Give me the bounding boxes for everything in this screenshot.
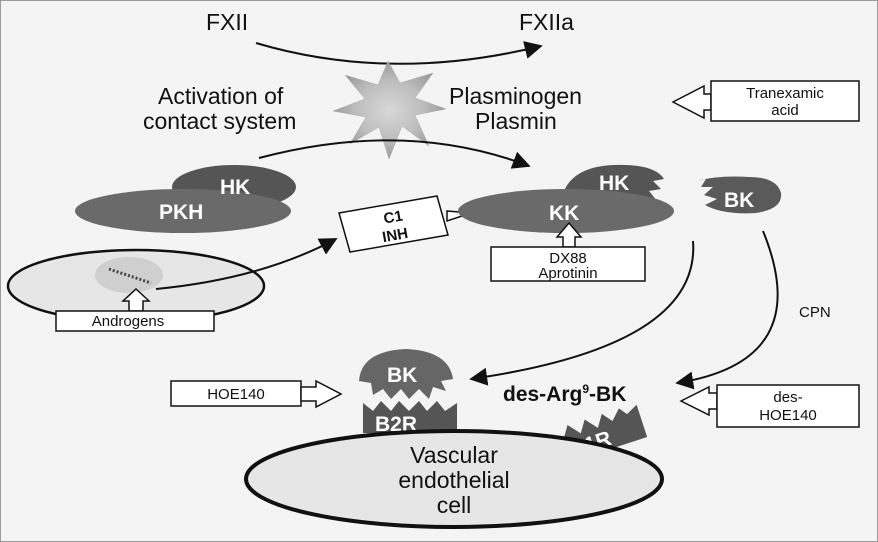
androgens-label: Androgens	[92, 313, 165, 330]
cpn-label: CPN	[799, 304, 831, 321]
cell-line2: endothelial	[398, 467, 509, 493]
hk-kk-complex: HK KK	[458, 164, 674, 233]
hoe140-label: HOE140	[207, 386, 265, 403]
hk-pkh-complex: HK PKH	[75, 165, 296, 233]
fxii-label: FXII	[206, 9, 248, 35]
activation-star	[332, 60, 447, 160]
bk-to-desarg-arrow	[675, 230, 779, 390]
bk-peptide: BK	[696, 176, 782, 214]
activation-line1: Activation of	[158, 83, 284, 109]
activation-to-kk-arrow	[258, 139, 531, 169]
aprotinin-label: Aprotinin	[538, 265, 597, 282]
plasminogen-label: Plasminogen	[449, 83, 582, 109]
plasmin-label: Plasmin	[475, 108, 557, 134]
tranexamic-line2: acid	[771, 102, 799, 119]
bk-to-b2r-arrow	[469, 240, 695, 386]
hk-right-label: HK	[599, 172, 629, 195]
des-hoe-line1: des-	[773, 389, 802, 406]
activation-line2: contact system	[143, 108, 296, 134]
kk-label: KK	[549, 202, 579, 225]
androgen-to-c1inh-arrow	[155, 238, 338, 290]
pkh-label: PKH	[159, 201, 203, 224]
hk-left-label: HK	[220, 176, 250, 199]
c1-line1: C1	[382, 208, 404, 228]
fxii-to-fxiia-arrow	[255, 41, 543, 65]
dx88-label: DX88	[549, 250, 587, 267]
androgen-cell	[6, 248, 266, 324]
bk-receptor-label: BK	[387, 364, 417, 387]
cell-line3: cell	[437, 492, 472, 518]
c1-inh-inhibitor: C1 INH	[338, 195, 472, 253]
c1-line2: INH	[381, 225, 409, 246]
androgens-inducer: Androgens	[55, 287, 215, 332]
fxiia-label: FXIIa	[519, 9, 574, 35]
vascular-endothelial-cell: Vascular endothelial cell	[244, 429, 664, 529]
des-hoe140-inhibitor: des- HOE140	[679, 384, 860, 428]
tranexamic-acid-inhibitor: Tranexamic acid	[671, 80, 860, 122]
des-arg-bk-label: des-Arg9-BK	[503, 382, 626, 406]
tranexamic-line1: Tranexamic	[746, 85, 824, 102]
cell-line1: Vascular	[410, 442, 498, 468]
hoe140-inhibitor: HOE140	[170, 379, 343, 409]
dx88-aprotinin-inhibitor: DX88 Aprotinin	[490, 221, 646, 282]
des-hoe-line2: HOE140	[759, 407, 817, 424]
bk-top-label: BK	[724, 189, 754, 212]
bk-b2r-receptor: BK B2R	[359, 349, 457, 436]
